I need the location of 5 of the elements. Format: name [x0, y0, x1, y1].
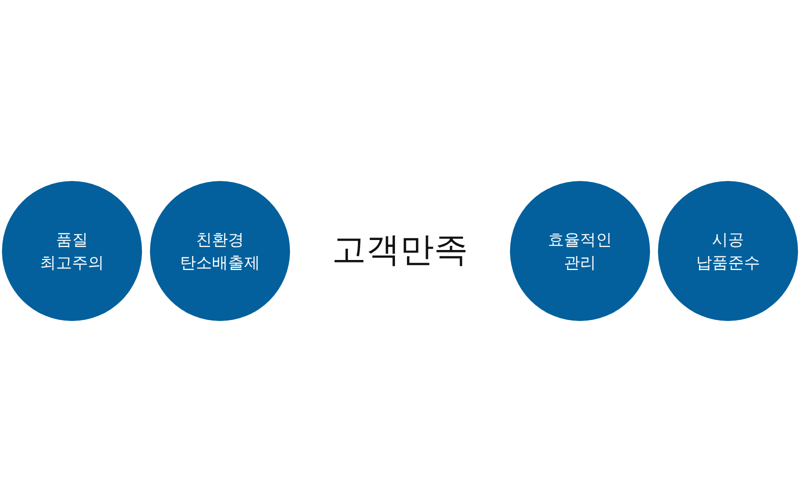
node-text: 효율적인 관리: [547, 229, 613, 274]
node-text: 시공 납품준수: [695, 229, 761, 274]
node-text: 친환경 탄소배출제: [179, 229, 261, 274]
node-text: 품질 최고주의: [39, 229, 105, 274]
center-label: 고객만족: [331, 229, 469, 272]
